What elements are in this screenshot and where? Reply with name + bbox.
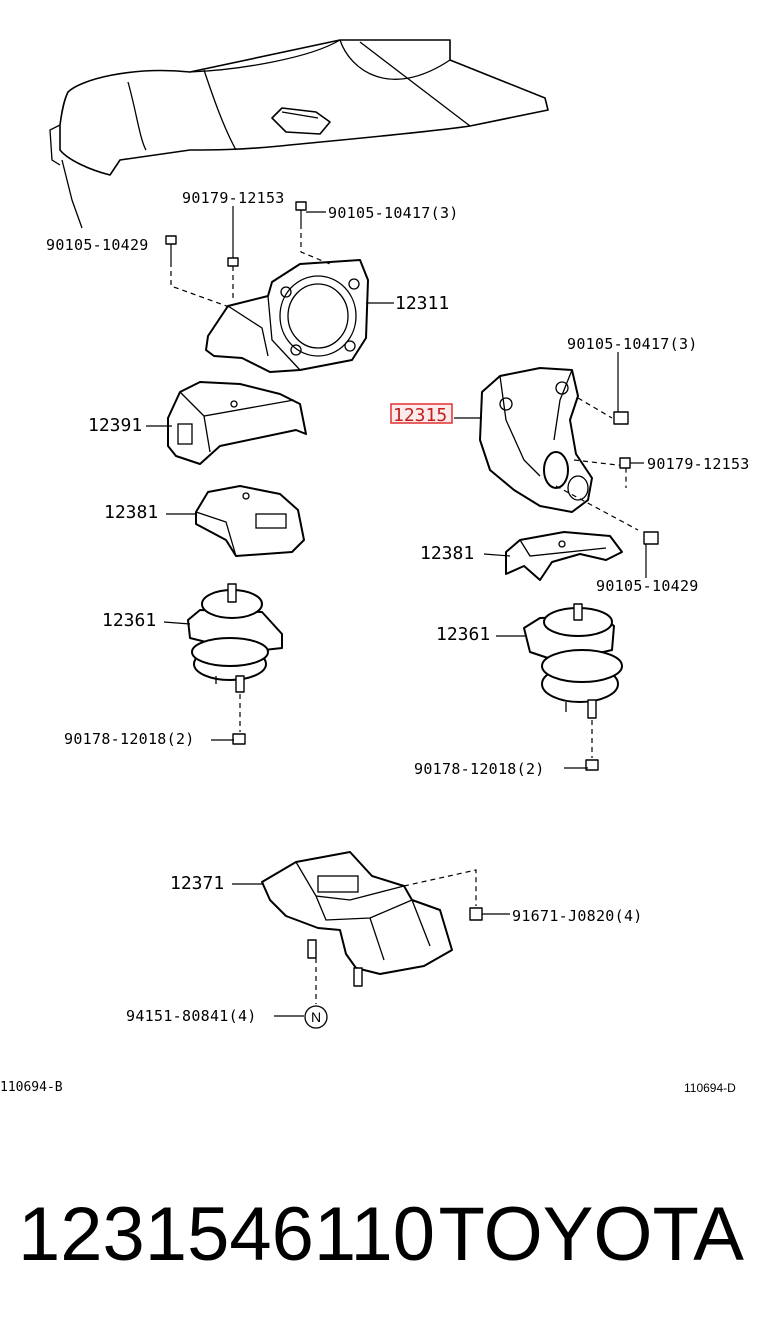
bolt-90179-12153-top (227, 206, 239, 300)
label-12391: 12391 (88, 415, 142, 436)
bolt-90105-10429-right (643, 531, 659, 578)
ref-code-left: 110694-B (0, 1080, 63, 1095)
bolt-90105-10417-top (295, 201, 331, 265)
footer: 1231546110 TOYOTA (0, 1180, 760, 1290)
label-91671-j0820: 91671-J0820(4) (512, 907, 643, 925)
bracket-12311 (205, 259, 369, 373)
insulator-12391 (167, 381, 307, 465)
label-12381-right: 12381 (420, 543, 474, 564)
part-number: 1231546110 (18, 1192, 436, 1277)
bolt-90105-10417-right (613, 352, 629, 425)
n-marker-letter: N (311, 1009, 321, 1025)
mount-12361-right (523, 603, 623, 771)
brand-name: TOYOTA (438, 1192, 744, 1277)
bolt-90179-12153-right (619, 457, 644, 469)
mount-12361-left (187, 583, 283, 745)
label-90178-12018-right: 90178-12018(2) (414, 760, 545, 778)
highlight-box (390, 403, 453, 424)
label-90179-12153-right: 90179-12153 (647, 455, 750, 473)
engine-block-outline (49, 39, 549, 229)
label-90179-12153-top: 90179-12153 (182, 189, 285, 207)
label-12381-left: 12381 (104, 502, 158, 523)
insulator-12381-left (195, 485, 305, 557)
label-12361-right: 12361 (436, 624, 490, 645)
label-90178-12018-left: 90178-12018(2) (64, 730, 195, 748)
label-90105-10417-right: 90105-10417(3) (567, 335, 698, 353)
label-90105-10417-top: 90105-10417(3) (328, 204, 459, 222)
label-12315: 12315 (393, 405, 447, 426)
ref-code-right: 110694-D (684, 1081, 736, 1095)
bolt-90105-10429-top (165, 235, 233, 309)
label-12361-left: 12361 (102, 610, 156, 631)
crossmember-12371 (261, 851, 510, 1004)
label-90105-10429-right: 90105-10429 (596, 577, 699, 595)
bracket-12315 (479, 367, 639, 531)
label-12371: 12371 (170, 873, 224, 894)
label-94151-80841: 94151-80841(4) (126, 1007, 257, 1025)
label-90105-10429-left: 90105-10429 (46, 236, 149, 254)
leader-lines (146, 302, 588, 1017)
label-12311: 12311 (395, 293, 449, 314)
n-marker: N (304, 1005, 328, 1029)
insulator-12381-right (505, 531, 623, 581)
